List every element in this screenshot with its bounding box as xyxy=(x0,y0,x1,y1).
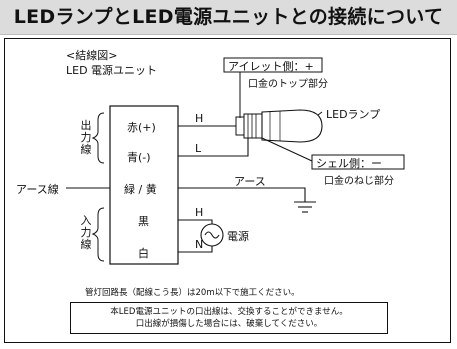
header-bar: LEDランプとLED電源ユニットとの接続について xyxy=(0,0,457,35)
output-group-label: 出力線 xyxy=(80,119,92,156)
lamp-body xyxy=(261,109,323,143)
lamp-eyelet xyxy=(235,116,245,136)
wire-l-output xyxy=(178,136,249,157)
n-input-label: N xyxy=(195,238,204,251)
shell-side-label: シェル側：ー xyxy=(316,157,382,170)
l-output-label: L xyxy=(195,142,202,155)
earth-wire-right xyxy=(178,187,306,202)
input-group-label: 入力線 xyxy=(80,214,92,251)
earth-wire-label: アース線 xyxy=(16,183,59,196)
output-red-label: 赤(+) xyxy=(127,121,156,134)
earth-label: アース xyxy=(234,175,266,188)
length-note: 管灯回路長（配線こう長）は20m以下で施工ください。 xyxy=(85,288,300,298)
led-lamp-label: LEDランプ xyxy=(326,108,381,121)
output-blue-label: 青(-) xyxy=(127,151,151,164)
wire-n-input xyxy=(178,246,213,253)
eyelet-part-label: 口金のトップ部分 xyxy=(248,79,328,90)
power-unit-box xyxy=(109,105,179,265)
power-unit-label: LED 電源ユニット xyxy=(66,64,158,77)
warning-line-1: 本LED電源ユニットの口出線は、交換することができません。 xyxy=(110,307,348,317)
output-brace xyxy=(91,112,105,164)
h-output-label: H xyxy=(195,112,204,125)
shell-callout-box xyxy=(311,154,405,170)
page-title: LEDランプとLED電源ユニットとの接続について xyxy=(13,6,444,28)
eyelet-side-label: アイレット側：+ xyxy=(228,60,314,73)
input-black-label: 黒 xyxy=(138,215,149,228)
warning-box: 本LED電源ユニットの口出線は、交換することができません。 口出線が損傷した場合… xyxy=(70,302,388,334)
diagram-frame xyxy=(4,38,451,343)
shell-part-label: 口金のねじ部分 xyxy=(324,176,394,187)
wiring-diagram-heading: <結線図> xyxy=(66,49,118,62)
eyelet-callout-box xyxy=(223,57,323,73)
input-white-label: 白 xyxy=(138,247,149,260)
power-source-label: 電源 xyxy=(227,230,249,243)
warning-line-2: 口出線が損傷した場合には、破棄してください。 xyxy=(135,319,323,329)
earth-color-label: 緑 / 黄 xyxy=(124,183,157,196)
input-brace xyxy=(91,207,105,262)
h-input-label: H xyxy=(195,206,204,219)
lamp-shell xyxy=(243,113,263,139)
wire-h-input xyxy=(178,219,213,224)
